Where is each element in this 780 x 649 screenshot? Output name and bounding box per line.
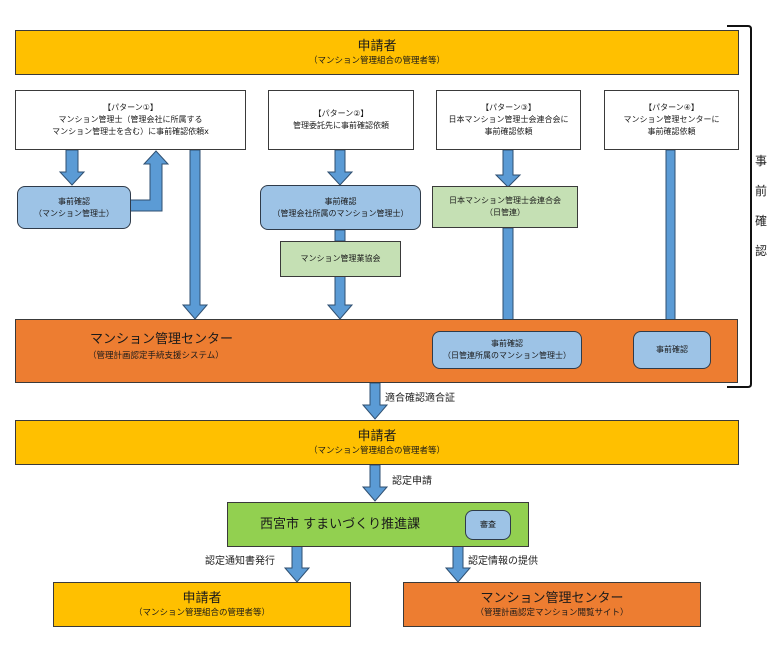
city-review-box: 審査 [465, 510, 511, 540]
center-check-4-box: 事前確認 [633, 331, 711, 369]
pattern-4-line-1: マンション管理センターに [623, 115, 720, 124]
arrow-assoc3-to-check [495, 227, 521, 332]
label-certificate: 適合確認適合証 [385, 393, 455, 404]
association-2-box: マンション管理業協会 [280, 241, 401, 277]
arrow-center-to-applicant [361, 382, 389, 420]
applicant-bottom-box: 申請者 （マンション管理組合の管理者等） [53, 582, 351, 627]
center-system-title: マンション管理センター [90, 332, 234, 347]
association-2-title: マンション管理業協会 [300, 254, 381, 263]
applicant-bottom-subtitle: （マンション管理組合の管理者等） [133, 607, 270, 618]
pattern-2-box: 【パターン②】 管理委託先に事前確認依頼 [268, 90, 414, 150]
pattern-3-line-2: 事前確認依頼 [484, 127, 533, 136]
center-check-3-box: 事前確認 （日管連所属のマンション管理士） [432, 331, 582, 369]
pre-check-2-subtitle: （管理会社所属のマンション管理士） [272, 208, 409, 218]
pre-check-2-title: 事前確認 [324, 196, 357, 206]
applicant-mid-title: 申請者 [357, 428, 397, 444]
association-3-title: 日本マンション管理士会連合会 [449, 196, 561, 205]
association-3-box: 日本マンション管理士会連合会 （日管連） [432, 186, 578, 228]
pattern-4-label: 【パターン④】 [644, 103, 699, 112]
center-bottom-title: マンション管理センター [480, 590, 624, 606]
arrow-assoc-to-center [326, 275, 354, 320]
arrow-p3-to-assoc [494, 149, 522, 188]
arrow-p1-to-check [58, 149, 86, 186]
pre-check-1-box: 事前確認 （マンション管理士） [17, 186, 131, 229]
pattern-1-label: 【パターン①】 [103, 103, 158, 112]
center-system-box [15, 319, 738, 383]
pre-check-1-subtitle: （マンション管理士） [34, 208, 114, 218]
bracket-label-2: 前 [755, 184, 768, 198]
pattern-1-box: 【パターン①】 マンション管理士（管理会社に所属する マンション管理士を含む）に… [15, 90, 246, 150]
arrow-check-to-p1 [129, 150, 170, 212]
arrow-p1-to-center [181, 149, 209, 320]
applicant-top-title: 申請者 [357, 38, 397, 54]
center-check-3-subtitle: （日管連所属のマンション管理士） [443, 351, 571, 360]
city-review-label: 審査 [480, 520, 496, 529]
bracket-label-1: 事 [755, 154, 768, 168]
arrow-p2-to-check [326, 149, 354, 186]
applicant-mid-subtitle: （マンション管理組合の管理者等） [308, 445, 445, 456]
pre-check-1-title: 事前確認 [58, 196, 90, 206]
pre-check-bracket [727, 25, 752, 388]
center-bottom-box: マンション管理センター （管理計画認定マンション閲覧サイト） [403, 582, 701, 627]
label-notice: 認定通知書発行 [205, 556, 275, 567]
pattern-1-line-2: マンション管理士を含む）に事前確認依頼x [52, 127, 209, 136]
applicant-bottom-title: 申請者 [182, 590, 222, 606]
center-system-subtitle: （管理計画認定手続支援システム） [88, 351, 224, 361]
applicant-top-box: 申請者 （マンション管理組合の管理者等） [15, 30, 739, 75]
center-check-3-title: 事前確認 [491, 339, 523, 348]
pattern-4-line-2: 事前確認依頼 [647, 127, 696, 136]
center-bottom-subtitle: （管理計画認定マンション閲覧サイト） [475, 607, 629, 618]
bracket-label-4: 認 [755, 244, 768, 258]
arrow-p4-to-check [657, 149, 683, 332]
pattern-2-label: 【パターン②】 [313, 109, 369, 118]
arrow-applicant-to-city [361, 464, 389, 502]
pre-check-2-box: 事前確認 （管理会社所属のマンション管理士） [260, 185, 421, 230]
pattern-3-label: 【パターン③】 [481, 103, 536, 112]
pattern-4-box: 【パターン④】 マンション管理センターに 事前確認依頼 [604, 90, 739, 150]
pattern-1-line-1: マンション管理士（管理会社に所属する [58, 115, 203, 124]
applicant-mid-box: 申請者 （マンション管理組合の管理者等） [15, 420, 739, 465]
label-application: 認定申請 [392, 476, 432, 487]
pattern-2-line-1: 管理委託先に事前確認依頼 [293, 121, 389, 130]
center-check-4-title: 事前確認 [656, 345, 688, 354]
connector-check-to-assoc [334, 229, 346, 242]
applicant-top-subtitle: （マンション管理組合の管理者等） [308, 55, 445, 66]
association-3-subtitle: （日管連） [485, 208, 525, 217]
city-title: 西宮市 すまいづくり推進課 [260, 517, 421, 532]
pattern-3-line-1: 日本マンション管理士会連合会に [448, 115, 569, 124]
bracket-label-3: 確 [755, 214, 768, 228]
arrow-city-to-applicant [283, 545, 311, 583]
arrow-city-to-center [444, 545, 472, 583]
label-info: 認定情報の提供 [468, 556, 538, 567]
pattern-3-box: 【パターン③】 日本マンション管理士会連合会に 事前確認依頼 [436, 90, 581, 150]
